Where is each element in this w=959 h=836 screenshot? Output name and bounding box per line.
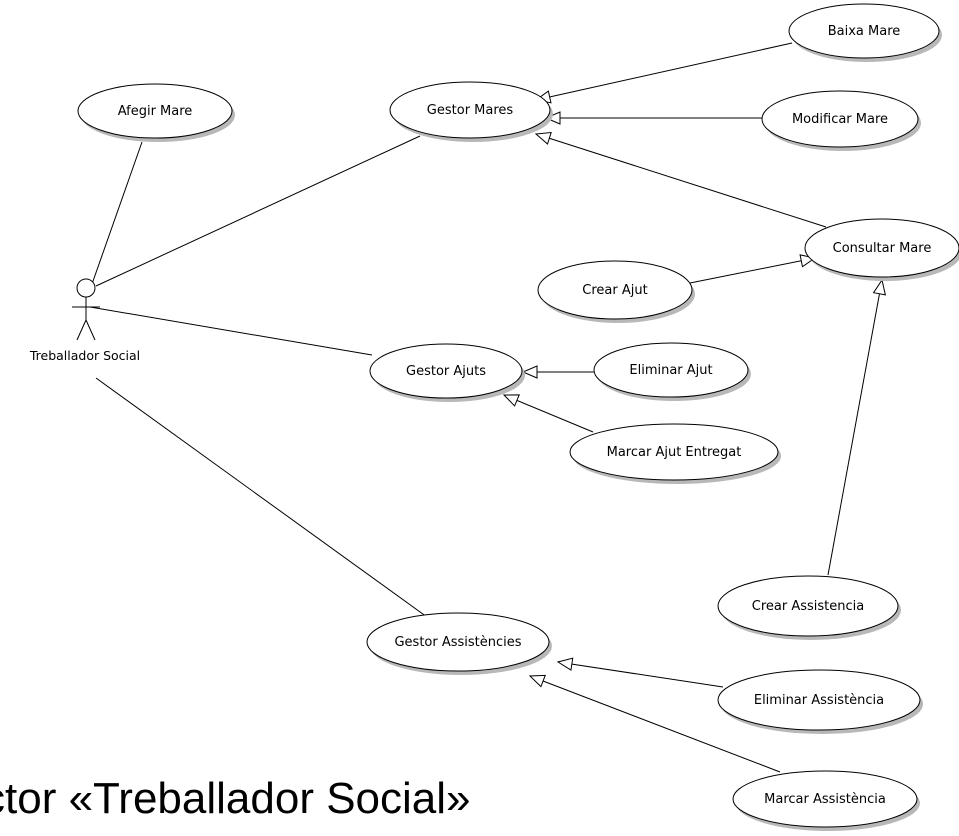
use-case-gestor-assistencies: Gestor Assistències [366, 612, 552, 675]
actor-label: Treballador Social [29, 348, 140, 363]
gen-eliminar-assist-to-gestor-assist [558, 662, 724, 688]
use-case-label: Marcar Assistència [764, 792, 886, 807]
use-case-marcar-ajut-entregat: Marcar Ajut Entregat [569, 423, 781, 484]
use-case-label: Eliminar Assistència [754, 693, 884, 708]
use-case-label: Modificar Mare [792, 112, 888, 127]
gen-crear-ajut-to-consultar [689, 258, 815, 284]
use-case-eliminar-ajut: Eliminar Ajut [593, 342, 751, 401]
gen-crear-assistencia-to-consultar [827, 280, 882, 576]
use-case-gestor-ajuts: Gestor Ajuts [369, 343, 525, 402]
assoc-actor-gestor-ajuts [89, 306, 373, 356]
gen-marcar-assist-to-gestor-assist [530, 676, 781, 773]
use-case-modificar-mare: Modificar Mare [761, 90, 921, 151]
assoc-actor-gestor-assistencies [95, 377, 428, 618]
use-case-gestor-mares: Gestor Mares [389, 81, 553, 142]
gen-marcar-ajut-to-gestor-ajuts [504, 395, 594, 433]
use-case-label: Baixa Mare [828, 24, 901, 39]
use-case-baixa-mare: Baixa Mare [788, 3, 942, 62]
use-case-label: Afegir Mare [118, 104, 193, 119]
use-case-label: Eliminar Ajut [629, 363, 712, 378]
use-case-label: Gestor Mares [427, 103, 514, 118]
use-case-label: Crear Ajut [582, 283, 647, 298]
actor-treballador-social: Treballador Social [29, 278, 140, 363]
assoc-actor-gestor-mares [95, 135, 421, 287]
use-case-eliminar-assistencia: Eliminar Assistència [717, 669, 923, 734]
use-case-label: Crear Assistencia [752, 599, 864, 614]
use-case-crear-ajut: Crear Ajut [537, 260, 695, 323]
use-case-label: Gestor Ajuts [406, 364, 486, 379]
gen-consultar-to-gestor-mares [536, 134, 827, 228]
gen-baixa-to-gestor-mares [536, 42, 793, 100]
use-case-afegir-mare: Afegir Mare [77, 83, 235, 142]
assoc-actor-afegir-mare [91, 141, 143, 285]
use-case-label: Consultar Mare [833, 241, 932, 256]
use-case-label: Gestor Assistències [394, 635, 521, 650]
use-case-marcar-assistencia: Marcar Assistència [732, 770, 920, 831]
actor-stick-figure-icon [72, 278, 100, 341]
use-case-consultar-mare: Consultar Mare [804, 218, 959, 281]
slide-caption: ctor «Treballador Social» [0, 774, 471, 823]
use-case-label: Marcar Ajut Entregat [607, 445, 742, 460]
use-case-crear-assistencia: Crear Assistencia [717, 575, 901, 640]
